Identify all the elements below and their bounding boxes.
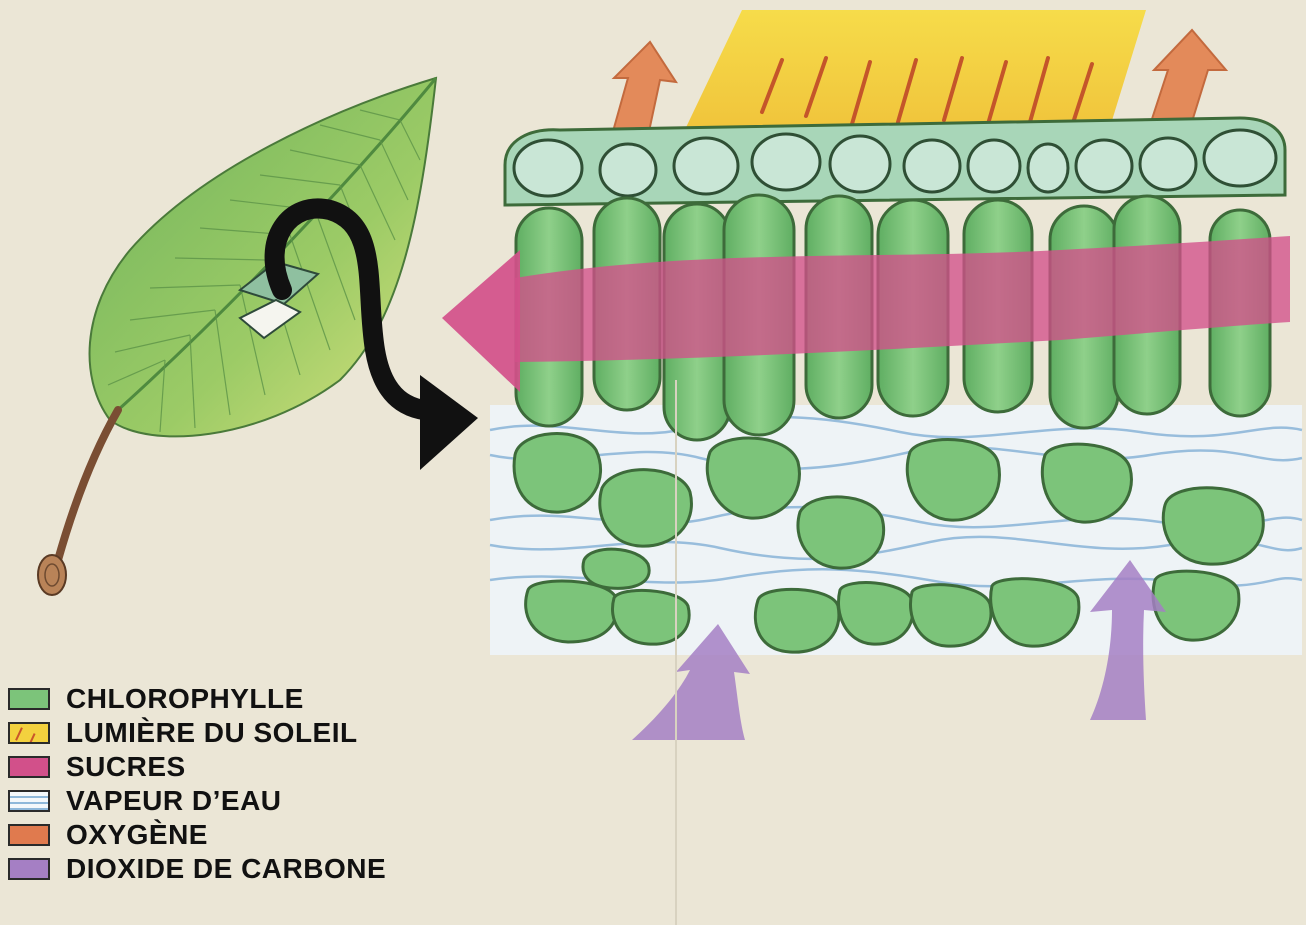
upper-epidermis — [505, 118, 1285, 205]
legend-item-water-vapour: VAPEUR D’EAU — [8, 784, 468, 818]
legend-label: OXYGÈNE — [66, 819, 208, 851]
sunlight-swatch-icon — [8, 722, 50, 744]
legend-item-sugar: SUCRES — [8, 750, 468, 784]
legend-item-oxygen: OXYGÈNE — [8, 818, 468, 852]
legend: CHLOROPHYLLE LUMIÈRE DU SOLEIL SUCRES VA… — [8, 682, 468, 886]
water-vapour-swatch-icon — [8, 790, 50, 812]
oxygen-swatch-icon — [8, 824, 50, 846]
legend-item-chlorophyll: CHLOROPHYLLE — [8, 682, 468, 716]
legend-label: VAPEUR D’EAU — [66, 785, 282, 817]
oxygen-arrow-left-icon — [612, 42, 676, 136]
legend-label: SUCRES — [66, 751, 186, 783]
legend-item-carbon-dioxide: DIOXIDE DE CARBONE — [8, 852, 468, 886]
sugar-swatch-icon — [8, 756, 50, 778]
legend-item-sunlight: LUMIÈRE DU SOLEIL — [8, 716, 468, 750]
legend-label: DIOXIDE DE CARBONE — [66, 853, 386, 885]
oxygen-arrow-right-icon — [1150, 30, 1226, 128]
carbon-dioxide-swatch-icon — [8, 858, 50, 880]
legend-label: CHLOROPHYLLE — [66, 683, 304, 715]
legend-label: LUMIÈRE DU SOLEIL — [66, 717, 358, 749]
chlorophyll-swatch-icon — [8, 688, 50, 710]
